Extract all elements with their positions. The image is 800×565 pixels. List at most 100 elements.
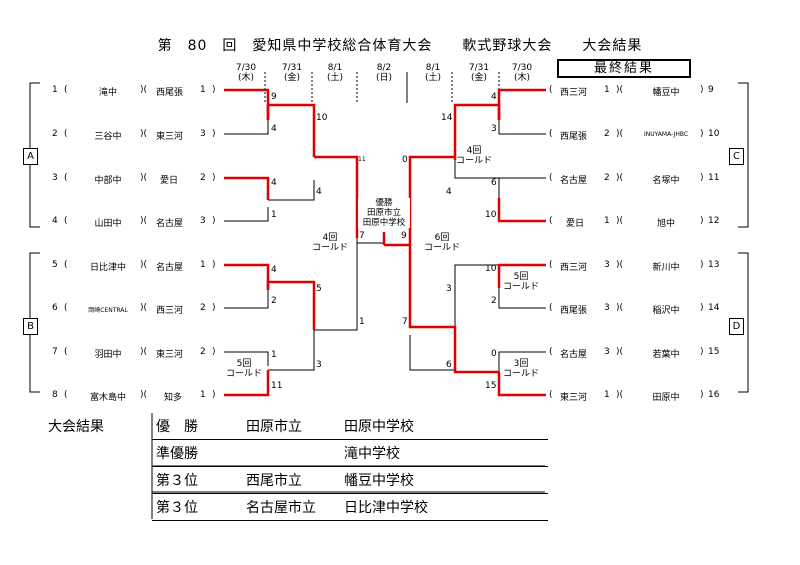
score: 11 (358, 156, 366, 163)
team-name: 稲沢中 (652, 306, 680, 316)
team-number: 13 (708, 260, 720, 270)
final-score-right: 9 (401, 231, 407, 241)
score: 11 (271, 381, 283, 391)
score: 10 (485, 264, 497, 274)
results-row: 第３位 西尾市立 幡豆中学校 (152, 467, 548, 494)
result-school: 幡豆中学校 (344, 473, 414, 489)
paren-close: )( (616, 216, 624, 226)
team-rank: 1 (200, 260, 206, 270)
team-name: 三谷中 (94, 132, 122, 142)
paren-close: ) (700, 216, 704, 226)
date-left-r2: 7/31(金) (281, 63, 303, 83)
team-name: 富木島中 (89, 393, 126, 403)
team-name: INUYAMA-JHBC (643, 131, 689, 138)
team-region: 名古屋 (156, 219, 184, 229)
score: 6 (446, 360, 452, 370)
team-name: 山田中 (94, 219, 122, 229)
paren-close: )( (140, 216, 148, 226)
paren-close: ) (700, 173, 704, 183)
team-name: 滝中 (98, 88, 117, 98)
team-number: 3 (52, 173, 58, 183)
team-number: 15 (708, 347, 720, 357)
paren-close: )( (140, 129, 148, 139)
score: 3 (446, 284, 452, 294)
team-number: 16 (708, 390, 720, 400)
result-place: 第３位 (156, 500, 198, 516)
note-r2-right-cold: 4回 コールド (456, 146, 493, 166)
team-name: 幡豆中 (652, 88, 680, 98)
team-name: 若葉中 (652, 350, 680, 360)
team-rank: 2 (200, 347, 206, 357)
paren-open: ( (64, 390, 68, 400)
result-place: 第３位 (156, 473, 198, 489)
team-name: 岡崎CENTRAL (88, 307, 128, 314)
paren-open: ( (64, 85, 68, 95)
paren-open: ( (549, 129, 553, 139)
team-number: 1 (52, 85, 58, 95)
score: 1 (271, 210, 277, 220)
paren-close: ) (700, 390, 704, 400)
paren-close: )( (616, 347, 624, 357)
team-rank: 1 (604, 216, 610, 226)
score: 0 (402, 155, 408, 165)
team-name: 羽田中 (94, 350, 122, 360)
paren-close: ) (212, 85, 216, 95)
paren-open: ( (64, 303, 68, 313)
score: 3 (316, 360, 322, 370)
paren-close: )( (140, 347, 148, 357)
team-region: 西尾張 (560, 132, 588, 142)
score: 4 (271, 178, 277, 188)
champion-label: 優勝 田原市立 田原中学校 (358, 198, 410, 228)
results-row: 第３位 名古屋市立 日比津中学校 (152, 494, 548, 521)
team-region: 西三河 (560, 88, 588, 98)
paren-open: ( (549, 390, 553, 400)
note-sf-right-cold: 6回 コールド (424, 233, 461, 253)
paren-open: ( (549, 347, 553, 357)
team-rank: 1 (200, 390, 206, 400)
score: 4 (271, 124, 277, 134)
date-right-sf: 8/1(土) (424, 63, 442, 83)
score: 15 (485, 381, 497, 391)
score: 14 (441, 113, 453, 123)
paren-close: ) (212, 129, 216, 139)
score: 2 (271, 296, 277, 306)
team-number: 12 (708, 216, 720, 226)
result-place: 準優勝 (156, 446, 198, 462)
paren-close: ) (212, 303, 216, 313)
team-rank: 3 (604, 260, 610, 270)
score: 4 (491, 92, 497, 102)
team-number: 5 (52, 260, 58, 270)
paren-close: ) (212, 347, 216, 357)
result-city: 西尾市立 (246, 473, 302, 489)
date-left-r1: 7/30(木) (235, 63, 257, 83)
results-table: 優 勝 田原市立 田原中学校 準優勝 滝中学校 第３位 西尾市立 幡豆中学校 第… (152, 413, 548, 521)
paren-close: ) (212, 390, 216, 400)
results-row: 優 勝 田原市立 田原中学校 (152, 413, 548, 440)
page-title: 第 80 回 愛知県中学校総合体育大会 軟式野球大会 大会結果 (157, 38, 643, 54)
result-city: 名古屋市立 (246, 500, 316, 516)
team-rank: 2 (604, 173, 610, 183)
paren-close: ) (700, 129, 704, 139)
paren-close: ) (212, 173, 216, 183)
team-rank: 1 (604, 390, 610, 400)
score: 4 (316, 187, 322, 197)
result-school: 日比津中学校 (344, 500, 428, 516)
paren-open: ( (549, 303, 553, 313)
score: 7 (402, 317, 408, 327)
final-results-label: 最終結果 (557, 59, 691, 78)
score: 10 (485, 210, 497, 220)
team-rank: 2 (604, 129, 610, 139)
paren-close: )( (140, 303, 148, 313)
score: 9 (271, 92, 277, 102)
note-r1-right-15-cold: 3回 コールド (503, 359, 540, 379)
team-name: 日比津中 (89, 263, 126, 273)
block-d-label: D (729, 318, 744, 335)
paren-close: ) (700, 303, 704, 313)
team-rank: 3 (200, 129, 206, 139)
team-number: 4 (52, 216, 58, 226)
paren-close: )( (616, 303, 624, 313)
paren-close: )( (140, 390, 148, 400)
results-row: 準優勝 滝中学校 (152, 440, 548, 467)
date-left-sf: 8/1(土) (326, 63, 344, 83)
paren-open: ( (549, 173, 553, 183)
